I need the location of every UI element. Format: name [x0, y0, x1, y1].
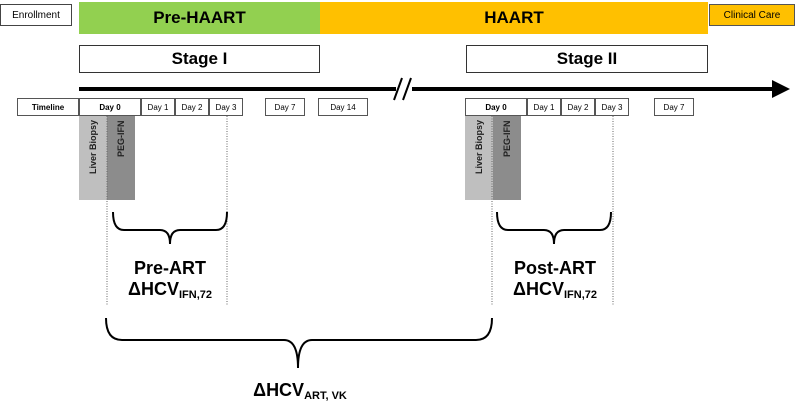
day-0-left: Day 0	[79, 98, 141, 116]
brace-post-art	[496, 211, 612, 245]
break-mark-2	[402, 77, 412, 101]
haart-phase: HAART	[320, 2, 708, 34]
day-7-left: Day 7	[265, 98, 305, 116]
day-1-right: Day 1	[527, 98, 561, 116]
day-1-left: Day 1	[141, 98, 175, 116]
day-3-right: Day 3	[595, 98, 629, 116]
arrow-head	[772, 80, 790, 98]
brace-pre-art	[112, 211, 228, 245]
post-art-delta: ΔHCVIFN,72	[513, 279, 597, 301]
break-mark-1	[393, 77, 403, 101]
overall-delta-label: ΔHCVART, VK	[253, 380, 347, 402]
pre-haart-phase: Pre-HAART	[79, 2, 320, 34]
post-art-line1: Post-ART	[514, 258, 596, 278]
pre-art-delta: ΔHCVIFN,72	[128, 279, 212, 301]
stage-2-box: Stage II	[466, 45, 708, 73]
day-2-right: Day 2	[561, 98, 595, 116]
pre-art-label: Pre-ART ΔHCVIFN,72	[110, 258, 230, 306]
day-2-left: Day 2	[175, 98, 209, 116]
stage-1-box: Stage I	[79, 45, 320, 73]
day-7-right: Day 7	[654, 98, 694, 116]
post-art-label: Post-ART ΔHCVIFN,72	[495, 258, 615, 306]
pre-art-line1: Pre-ART	[133, 258, 206, 278]
brace-overall	[105, 317, 493, 369]
day-14-left: Day 14	[318, 98, 368, 116]
enrollment-box: Enrollment	[0, 4, 72, 26]
timeline-label: Timeline	[17, 98, 79, 116]
clinical-care-box: Clinical Care	[709, 4, 795, 26]
day-0-right: Day 0	[465, 98, 527, 116]
day-3-left: Day 3	[209, 98, 243, 116]
